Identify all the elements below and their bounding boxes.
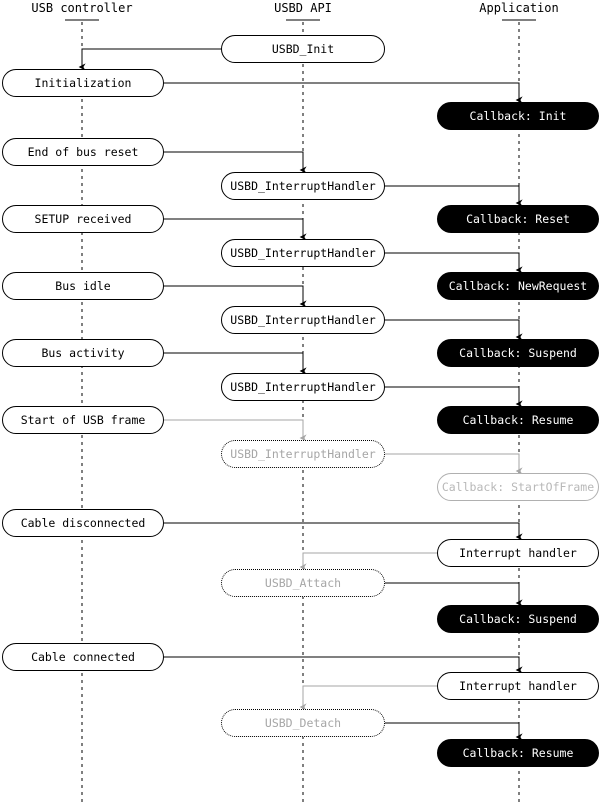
node-n11-usbd-api[interactable]: USBD_InterruptHandler (221, 306, 385, 334)
connector-n01-to-n02 (78, 48, 221, 71)
node-n09-usb-controller[interactable]: Bus idle (2, 272, 164, 300)
node-n21-usbd-api[interactable]: USBD_Attach (221, 569, 385, 597)
node-n17-usbd-api[interactable]: USBD_InterruptHandler (221, 440, 385, 468)
connector-n15-to-n17 (164, 419, 307, 442)
connector-n25-to-n26 (385, 722, 523, 741)
node-n24-application[interactable]: Interrupt handler (437, 672, 599, 700)
connector-n05-to-n07 (385, 185, 523, 207)
node-n23-usb-controller[interactable]: Cable connected (2, 643, 164, 671)
node-n08-usbd-api[interactable]: USBD_InterruptHandler (221, 239, 385, 267)
node-n26-application[interactable]: Callback: Resume (437, 739, 599, 767)
connector-n24-to-n25 (299, 685, 437, 711)
node-n20-application[interactable]: Interrupt handler (437, 539, 599, 567)
node-n07-application[interactable]: Callback: Reset (437, 205, 599, 233)
connector-n20-to-n21 (299, 552, 437, 571)
connector-n14-to-n16 (385, 386, 523, 408)
node-n04-usb-controller[interactable]: End of bus reset (2, 138, 164, 166)
node-n22-application[interactable]: Callback: Suspend (437, 605, 599, 633)
node-n15-usb-controller[interactable]: Start of USB frame (2, 406, 164, 434)
node-n18-application[interactable]: Callback: StartOfFrame (437, 473, 599, 501)
connector-n11-to-n13 (385, 319, 523, 341)
connector-n08-to-n10 (385, 252, 523, 274)
node-n13-application[interactable]: Callback: Suspend (437, 339, 599, 367)
node-n12-usb-controller[interactable]: Bus activity (2, 339, 164, 367)
connectors-group (78, 48, 523, 741)
node-n16-application[interactable]: Callback: Resume (437, 406, 599, 434)
connector-n21-to-n22 (385, 582, 523, 607)
connector-n23-to-n24 (164, 656, 523, 674)
column-header-usbd-api: USBD API (274, 1, 332, 15)
node-n14-usbd-api[interactable]: USBD_InterruptHandler (221, 373, 385, 401)
connector-n04-to-n05 (164, 151, 307, 174)
node-n03-application[interactable]: Callback: Init (437, 102, 599, 130)
node-n25-usbd-api[interactable]: USBD_Detach (221, 709, 385, 737)
column-header-usb-controller: USB controller (31, 1, 133, 15)
connector-n17-to-n18 (385, 453, 523, 475)
connector-n19-to-n20 (164, 522, 523, 541)
connector-n09-to-n11 (164, 285, 307, 308)
node-n02-usb-controller[interactable]: Initialization (2, 69, 164, 97)
node-n10-application[interactable]: Callback: NewRequest (437, 272, 599, 300)
connector-n02-to-n03 (164, 82, 523, 104)
node-n01-usbd-api[interactable]: USBD_Init (221, 35, 385, 63)
node-n06-usb-controller[interactable]: SETUP received (2, 205, 164, 233)
connector-n12-to-n14 (164, 352, 307, 375)
column-header-application: Application (479, 1, 559, 15)
connector-n06-to-n08 (164, 218, 307, 241)
node-n05-usbd-api[interactable]: USBD_InterruptHandler (221, 172, 385, 200)
node-n19-usb-controller[interactable]: Cable disconnected (2, 509, 164, 537)
